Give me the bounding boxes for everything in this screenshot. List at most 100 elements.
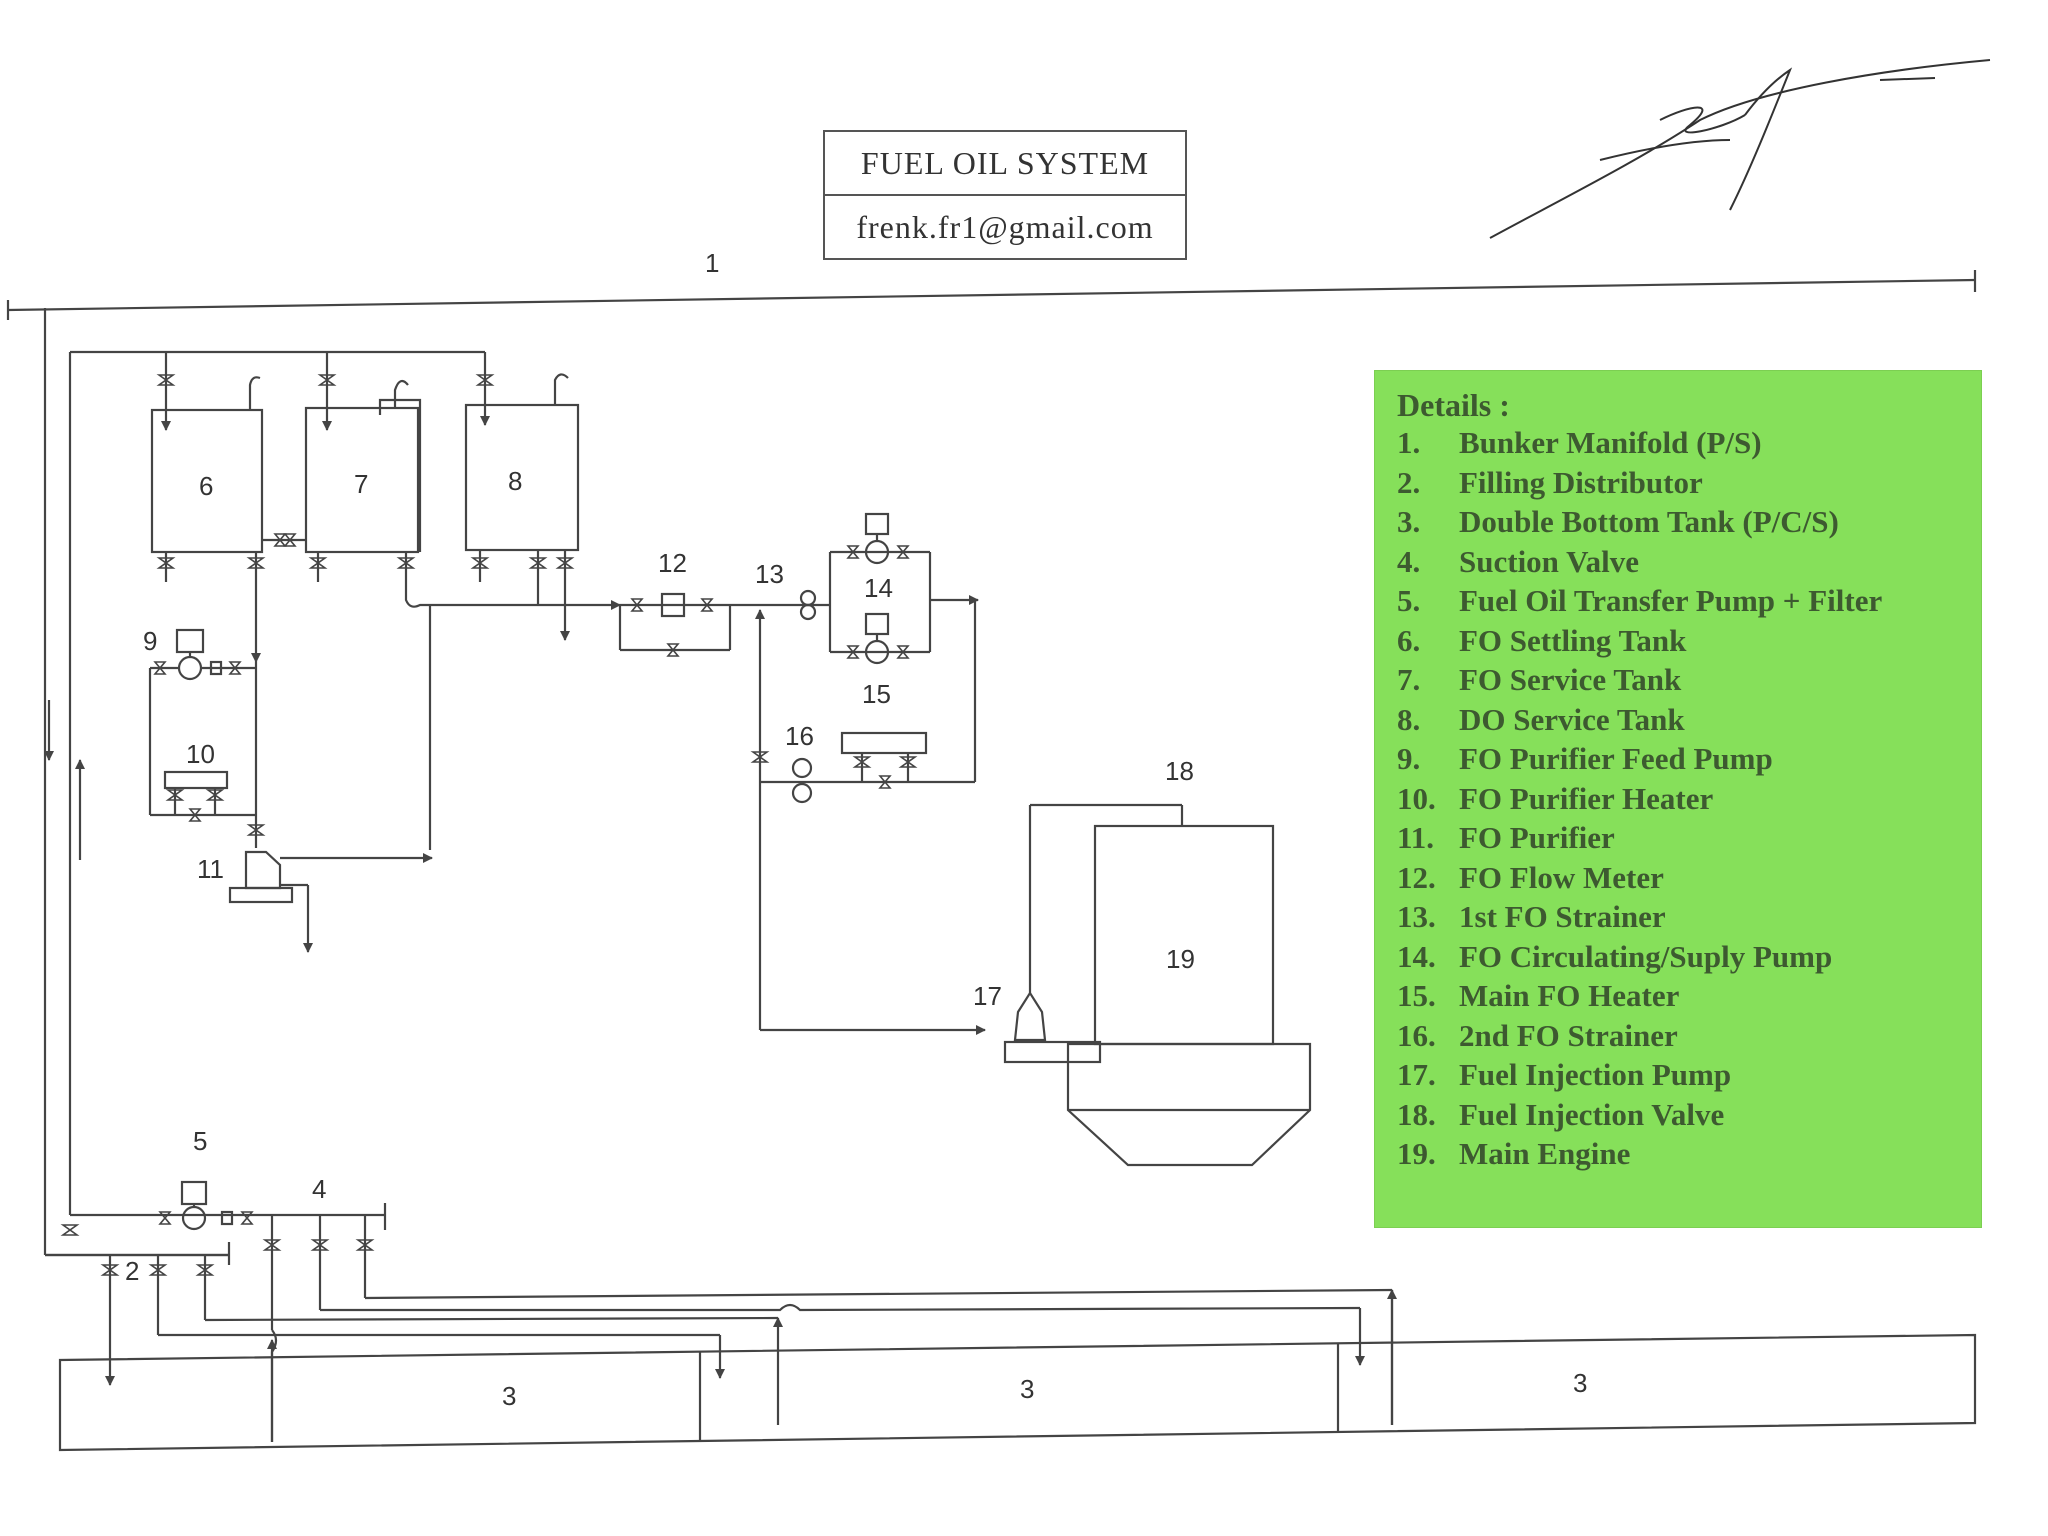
legend-item-number: 9.: [1397, 741, 1421, 776]
legend-item-number: 16.: [1397, 1017, 1436, 1053]
transfer-pump-motor: [180, 1180, 208, 1206]
fuel-injection-pump: [1013, 990, 1047, 1042]
label-3b: 3: [1020, 1374, 1034, 1404]
label-1: 1: [705, 248, 719, 278]
legend-item-number: 11.: [1397, 820, 1435, 855]
fo-service-tank: [304, 406, 420, 554]
legend-item-text: 2nd FO Strainer: [1459, 1017, 1678, 1053]
valve-symbols: [60, 374, 918, 1276]
purifier-feed-pump: [177, 655, 203, 681]
label-15: 15: [862, 679, 891, 709]
circulating-pump-2-motor: [864, 612, 890, 636]
legend-item-text: Bunker Manifold (P/S): [1459, 425, 1762, 460]
legend-item: 7. FO Service Tank: [1397, 660, 1882, 700]
label-9: 9: [143, 626, 157, 656]
main-engine-base: [1066, 1042, 1312, 1167]
legend-item-text: Filling Distributor: [1459, 464, 1703, 500]
legend-item: 4.Suction Valve: [1397, 542, 1882, 582]
details-legend: Details : 1. Bunker Manifold (P/S)2.Filli…: [1374, 370, 1982, 1228]
legend-item: 5. Fuel Oil Transfer Pump + Filter: [1397, 581, 1882, 621]
legend-item-number: 6.: [1397, 622, 1421, 658]
legend-item-text: FO Purifier Heater: [1459, 780, 1714, 816]
legend-item-number: 7.: [1397, 662, 1421, 697]
label-13: 13: [755, 559, 784, 589]
author-email: frenk.fr1@gmail.com: [856, 209, 1154, 245]
legend-item-text: FO Settling Tank: [1459, 622, 1687, 658]
fo-purifier: [244, 850, 282, 890]
legend-item-number: 19.: [1397, 1136, 1436, 1171]
main-fo-heater: [840, 731, 928, 755]
legend-item-number: 14.: [1397, 938, 1436, 974]
legend-item-number: 1.: [1397, 425, 1421, 460]
label-19: 19: [1166, 944, 1195, 974]
label-17: 17: [973, 981, 1002, 1011]
label-8: 8: [508, 466, 522, 496]
legend-item-text: Main Engine: [1459, 1136, 1631, 1171]
double-bottom-tanks: [58, 1333, 1977, 1452]
legend-item: 6. FO Settling Tank: [1397, 621, 1882, 661]
legend-item: 19. Main Engine: [1397, 1134, 1882, 1174]
legend-item-number: 8.: [1397, 701, 1421, 737]
second-fo-strainer-bottom: [791, 782, 813, 804]
legend-item-text: Fuel Injection Pump: [1459, 1057, 1732, 1092]
component-labels: 1 2 3 3 3 4 5 6 7 8 9 10 11 12 13 14 15 …: [125, 248, 1587, 1411]
legend-item-number: 18.: [1397, 1096, 1436, 1132]
label-4: 4: [312, 1174, 326, 1204]
legend-item: 2.Filling Distributor: [1397, 463, 1882, 503]
legend-item: 12. FO Flow Meter: [1397, 858, 1882, 898]
label-18: 18: [1165, 756, 1194, 786]
legend-item-text: FO Purifier Feed Pump: [1459, 741, 1773, 776]
legend-item-number: 3.: [1397, 504, 1421, 539]
legend-item: 14. FO Circulating/Suply Pump: [1397, 937, 1882, 977]
first-fo-strainer-bottom: [799, 603, 817, 621]
purifier-feed-pump-motor: [175, 628, 205, 654]
legend-item-text: Fuel Injection Valve: [1459, 1096, 1725, 1132]
legend-item-number: 15.: [1397, 978, 1436, 1013]
label-3a: 3: [502, 1381, 516, 1411]
legend-title: Details :: [1397, 387, 1510, 423]
legend-item-number: 13.: [1397, 899, 1436, 934]
legend-item-number: 17.: [1397, 1057, 1436, 1092]
legend-item-text: FO Service Tank: [1459, 662, 1682, 697]
diagram-title: FUEL OIL SYSTEM: [825, 132, 1185, 196]
legend-item: 11.FO Purifier: [1397, 818, 1882, 858]
legend-list: 1. Bunker Manifold (P/S)2.Filling Distrib…: [1397, 423, 1882, 1174]
legend-item-number: 10.: [1397, 780, 1436, 816]
legend-item: 13. 1st FO Strainer: [1397, 897, 1882, 937]
title-box: FUEL OIL SYSTEM frenk.fr1@gmail.com: [823, 130, 1187, 260]
legend-item-text: Main FO Heater: [1459, 978, 1680, 1013]
circulating-pump-1-motor: [864, 512, 890, 536]
legend-item-text: Suction Valve: [1459, 543, 1640, 579]
label-16: 16: [785, 721, 814, 751]
bunker-manifold-line: [7, 278, 1976, 312]
legend-item-text: Double Bottom Tank (P/C/S): [1459, 504, 1839, 539]
label-3c: 3: [1573, 1368, 1587, 1398]
legend-item-text: FO Flow Meter: [1459, 859, 1664, 895]
do-service-tank: [464, 403, 580, 552]
legend-item-text: Fuel Oil Transfer Pump + Filter: [1459, 583, 1883, 618]
label-14: 14: [864, 573, 893, 603]
label-6: 6: [199, 471, 213, 501]
legend-item-number: 12.: [1397, 859, 1436, 895]
purifier-heater: [163, 770, 229, 790]
first-fo-strainer-top: [799, 589, 817, 607]
fo-settling-tank: [150, 408, 264, 554]
legend-item: 17. Fuel Injection Pump: [1397, 1055, 1882, 1095]
transfer-pump: [181, 1205, 207, 1231]
label-12: 12: [658, 548, 687, 578]
legend-item-number: 5.: [1397, 583, 1421, 618]
legend-item: 8. DO Service Tank: [1397, 700, 1882, 740]
legend-item-text: FO Circulating/Suply Pump: [1459, 938, 1833, 974]
main-engine: [1093, 824, 1275, 1046]
label-11: 11: [197, 854, 224, 884]
legend-item-text: 1st FO Strainer: [1459, 899, 1666, 934]
legend-item-text: DO Service Tank: [1459, 701, 1685, 737]
legend-item: 3. Double Bottom Tank (P/C/S): [1397, 502, 1882, 542]
second-fo-strainer-top: [791, 757, 813, 779]
legend-item: 1. Bunker Manifold (P/S): [1397, 423, 1882, 463]
label-5: 5: [193, 1126, 207, 1156]
legend-item: 10. FO Purifier Heater: [1397, 779, 1882, 819]
signature: [1489, 59, 1991, 239]
